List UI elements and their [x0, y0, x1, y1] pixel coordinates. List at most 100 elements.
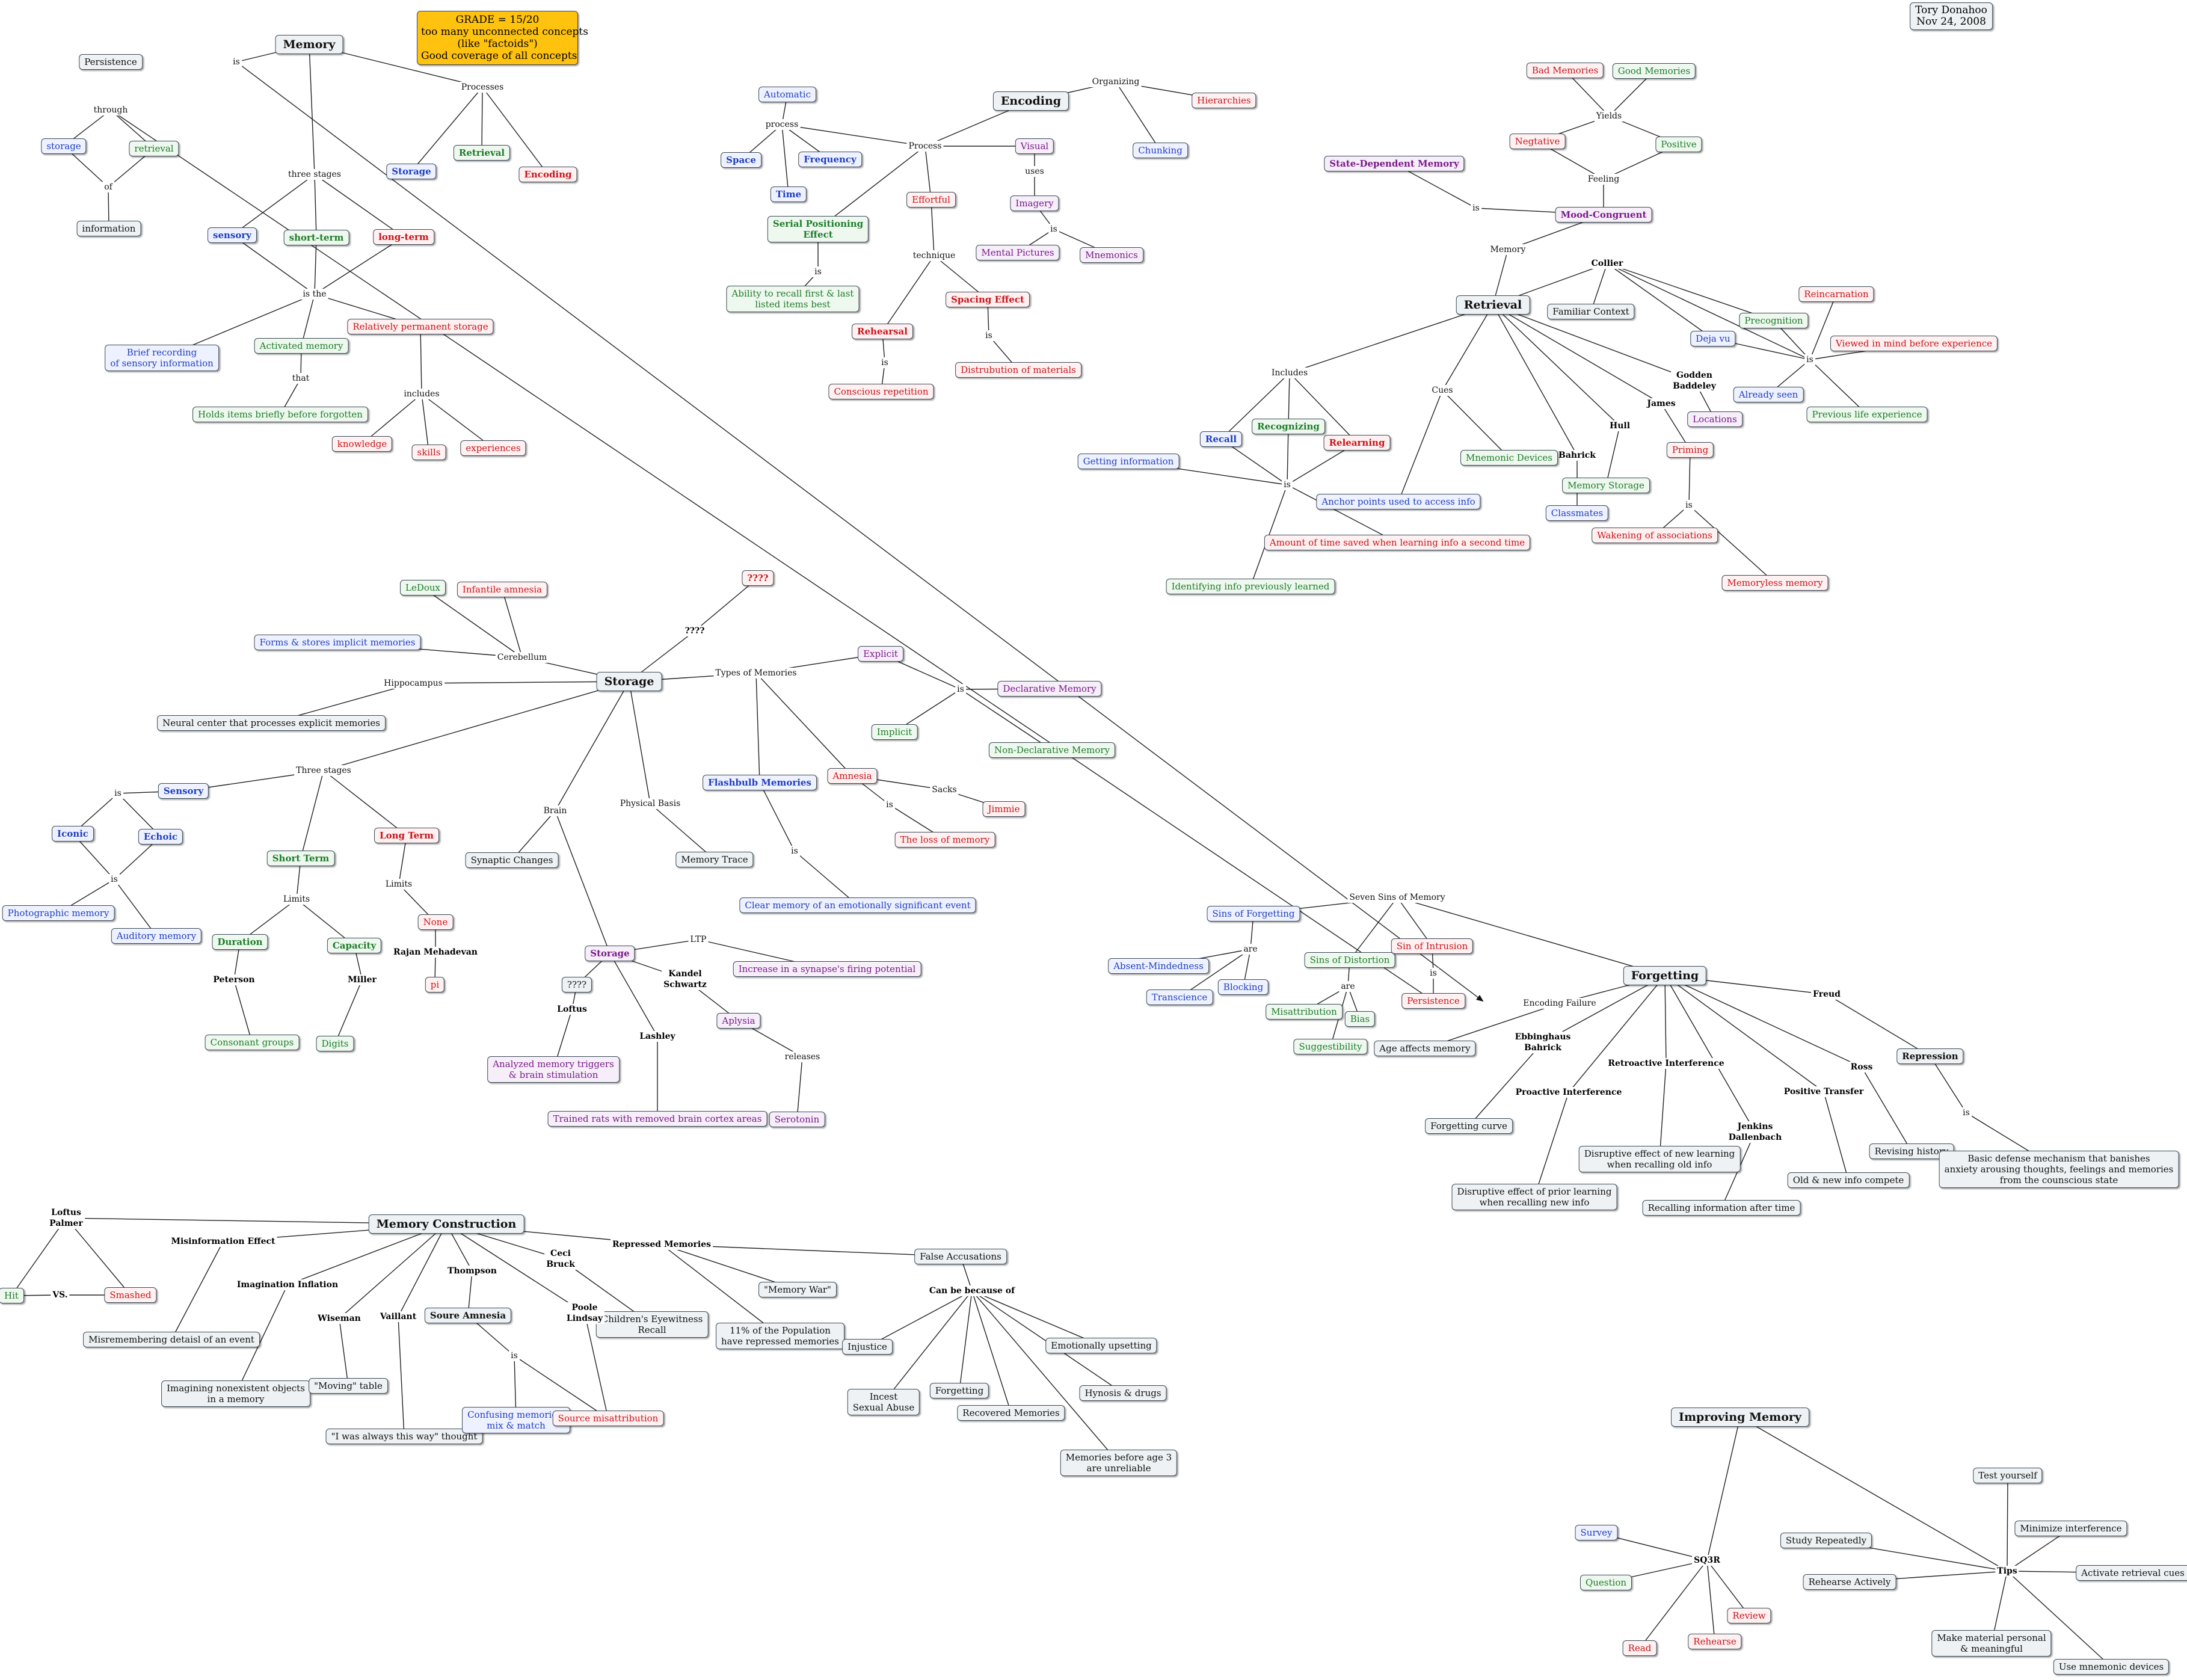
node-ross: Ross — [1848, 1062, 1875, 1072]
node-storage-proc: Storage — [386, 164, 437, 179]
node-spc-is: is — [983, 330, 994, 341]
node-retrieval: Retrieval — [1456, 295, 1530, 315]
node-mental-pictures: Mental Pictures — [976, 245, 1060, 260]
node-digits: Digits — [316, 1036, 354, 1051]
node-amnesia: Amnesia — [827, 768, 878, 784]
node-wiseman: Wiseman — [316, 1313, 363, 1324]
node-bias: Bias — [1344, 1011, 1376, 1027]
node-cues: Cues — [1430, 385, 1455, 396]
node-smashed: Smashed — [104, 1287, 157, 1303]
node-can-be: Can be because of — [927, 1285, 1017, 1296]
node-conscious-rep: Conscious repetition — [828, 384, 934, 399]
connector-includes-to-knowledge — [361, 393, 422, 445]
node-ie-is: is — [109, 874, 120, 885]
node-rehearse-act: Rehearse Actively — [1803, 1574, 1896, 1590]
grade-line: too many unconnected concepts — [421, 26, 588, 38]
node-organizing: Organizing — [1090, 76, 1142, 87]
node-reincarnation: Reincarnation — [1798, 286, 1874, 302]
node-repressed: Repressed Memories — [611, 1239, 713, 1250]
node-trained-rats: Trained rats with removed brain cortex a… — [547, 1111, 767, 1127]
connector-repressed-to-eleven-pct — [661, 1244, 781, 1337]
connector-physical-basis-to-memory-trace — [650, 803, 715, 860]
connector-long-term-to-is-the — [314, 236, 404, 295]
node-encoding: Encoding — [992, 91, 1069, 111]
node-are1: are — [1241, 944, 1260, 955]
connector-releases-to-serotonin — [796, 1056, 803, 1120]
node-survey: Survey — [1575, 1525, 1618, 1540]
node-review: Review — [1727, 1608, 1771, 1623]
node-minimize: Minimize interference — [2014, 1521, 2127, 1536]
node-memory-storage: Memory Storage — [1562, 478, 1650, 493]
node-priming: Priming — [1666, 442, 1714, 458]
node-suggestibility: Suggestibility — [1293, 1039, 1368, 1054]
node-mem-construction: Memory Construction — [368, 1214, 524, 1234]
connector-mem-construction-to-wiseman — [339, 1223, 447, 1319]
node-knowledge: knowledge — [331, 436, 393, 452]
node-ledoux: LeDoux — [399, 580, 446, 595]
connector-cerebellum-to-infantile — [502, 589, 523, 658]
connector-tm-is-to-non-decl — [960, 689, 1053, 751]
connector-retrieval-to-cues — [1442, 304, 1493, 391]
connector-three-stages-to-sensory — [232, 174, 315, 236]
node-wakening: Wakening of associations — [1592, 528, 1718, 543]
connector-tips-to-test-yourself — [2007, 1475, 2008, 1572]
connector-mem-construction-to-imagination — [287, 1223, 447, 1285]
node-mood-cong: Mood-Congruent — [1555, 207, 1652, 223]
connector-reincarnation-to-rt-is — [1809, 294, 1837, 360]
node-vaillant: Vaillant — [378, 1311, 419, 1322]
node-read: Read — [1622, 1640, 1657, 1656]
node-proactive: Proactive Interference — [1513, 1087, 1624, 1098]
node-spacing: Spacing Effect — [946, 292, 1030, 307]
node-si-is: is — [1428, 968, 1439, 979]
node-hierarchies: Hierarchies — [1192, 93, 1257, 108]
node-chunking: Chunking — [1133, 143, 1188, 158]
connector-m-is-to-persistence — [236, 61, 1484, 1002]
connector-forgetting-to-retroactive — [1664, 975, 1667, 1064]
node-are2: are — [1339, 981, 1357, 992]
node-infantile: Infantile amnesia — [457, 582, 548, 597]
node-miller: Miller — [346, 974, 378, 985]
node-familiar-ctx: Familiar Context — [1547, 304, 1635, 319]
node-encoding-failure: Encoding Failure — [1521, 998, 1598, 1009]
node-study-rep: Study Repeatedly — [1780, 1533, 1872, 1548]
connector-vaillant-to-always-thought — [398, 1316, 405, 1437]
node-vs: VS. — [51, 1290, 70, 1300]
node-confusing: Confusing memories;mix & match — [462, 1407, 570, 1433]
node-frequency: Frequency — [798, 152, 862, 167]
node-non-decl: Non-Declarative Memory — [988, 742, 1116, 758]
node-blocking: Blocking — [1217, 979, 1269, 995]
node-brain: Brain — [541, 805, 569, 816]
node-limits1: Limits — [281, 894, 312, 905]
node-storage: Storage — [596, 672, 662, 691]
node-peterson: Peterson — [211, 974, 257, 985]
grade-line: GRADE = 15/20 — [455, 14, 540, 26]
connector-priming-to-pr-is — [1688, 449, 1691, 506]
node-imagery: Imagery — [1010, 195, 1059, 211]
node-lashley: Lashley — [638, 1031, 677, 1042]
connector-storage-to-brain — [555, 681, 630, 811]
node-sins-forget: Sins of Forgetting — [1207, 906, 1300, 922]
node-bahrick: Bahrick — [1556, 450, 1598, 461]
node-experiences: experiences — [460, 440, 526, 456]
node-yields: Yields — [1594, 111, 1624, 122]
connector-retrieval-to-includes-r — [1289, 304, 1493, 374]
node-source-amnesia: Soure Amnesia — [424, 1308, 512, 1323]
connector-seven-sins-to-sins-intrusion — [1397, 897, 1433, 947]
connector-rt-is-to-prev-life — [1809, 359, 1868, 415]
node-forms-stores: Forms & stores implicit memories — [254, 635, 421, 650]
node-transcience: Transcience — [1146, 989, 1213, 1005]
connector-poole-to-source-misattr — [584, 1312, 609, 1419]
node-long-term: long-term — [373, 229, 434, 245]
connector-includes-to-skills — [421, 393, 429, 453]
node-serotonin: Serotonin — [769, 1112, 825, 1127]
connector-organizing-to-chunking — [1115, 81, 1161, 151]
connector-flashbulb-to-fb-is — [759, 782, 795, 852]
connector-process-cap-to-effortful — [924, 146, 932, 200]
node-loftus: Loftus — [555, 1004, 589, 1015]
